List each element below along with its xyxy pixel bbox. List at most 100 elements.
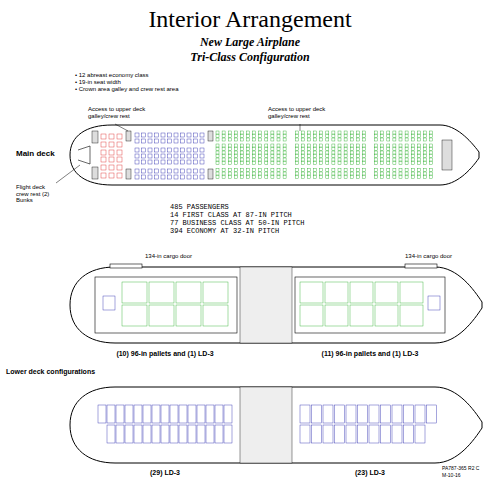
business-class-seat [161, 139, 165, 143]
business-class-seat [181, 154, 185, 158]
business-class-seat [181, 160, 185, 164]
economy-seat [399, 151, 402, 154]
economy-seat [399, 172, 402, 175]
ld3-container [215, 425, 223, 443]
economy-seat [222, 131, 225, 134]
economy-seat [326, 131, 329, 134]
first-class-seat [101, 142, 106, 147]
economy-seat [228, 169, 231, 172]
business-class-seat [174, 160, 178, 164]
first-class-seat [101, 134, 106, 139]
business-class-seat [187, 133, 191, 137]
economy-seat [430, 135, 433, 138]
economy-seat [228, 176, 231, 179]
economy-seat [295, 135, 298, 138]
economy-seat [314, 158, 317, 161]
economy-seat [381, 169, 384, 172]
economy-seat [344, 162, 347, 165]
business-class-seat [187, 154, 191, 158]
ld3-container [206, 405, 214, 423]
galley [208, 169, 213, 179]
economy-seat [253, 155, 256, 158]
economy-seat [295, 144, 298, 147]
drawing-number: PA787-365 R2 C [442, 466, 479, 472]
ld3-container [134, 405, 142, 423]
economy-seat [259, 151, 262, 154]
economy-seat [344, 151, 347, 154]
pallet [149, 305, 174, 326]
economy-seat [295, 169, 298, 172]
economy-seat [423, 169, 426, 172]
economy-seat [216, 158, 219, 161]
economy-seat [259, 162, 262, 165]
economy-seat [375, 138, 378, 141]
business-class-seat [187, 148, 191, 152]
first-class-seat [109, 142, 114, 147]
economy-seat [234, 138, 237, 141]
economy-seat [338, 135, 341, 138]
economy-seat [393, 135, 396, 138]
callout: Flight deck crew rest (2) Bunks [16, 184, 58, 204]
business-class-seat [174, 148, 178, 152]
forward-hold [95, 277, 237, 333]
economy-seat [356, 131, 359, 134]
business-class-seat [161, 148, 165, 152]
business-class-seat [135, 160, 139, 164]
economy-seat [222, 169, 225, 172]
economy-seat [247, 148, 250, 151]
economy-seat [265, 176, 268, 179]
economy-seat [375, 162, 378, 165]
economy-seat [234, 155, 237, 158]
pallet [176, 282, 201, 303]
passenger-count: 77 BUSINESS CLASS AT 50-IN PITCH [170, 220, 304, 228]
economy-seat [216, 144, 219, 147]
economy-seat [234, 162, 237, 165]
economy-seat [240, 176, 243, 179]
business-class-seat [174, 169, 178, 173]
economy-seat [326, 151, 329, 154]
business-class-seat [194, 139, 198, 143]
economy-seat [362, 135, 365, 138]
door-label: 134-in cargo door [145, 253, 192, 260]
economy-seat [417, 158, 420, 161]
business-class-seat [168, 139, 172, 143]
economy-seat [247, 155, 250, 158]
business-class-seat [135, 139, 139, 143]
economy-seat [375, 169, 378, 172]
business-class-seat [187, 169, 191, 173]
economy-seat [320, 176, 323, 179]
economy-seat [259, 172, 262, 175]
economy-seat [344, 172, 347, 175]
economy-seat [411, 148, 414, 151]
economy-seat [295, 151, 298, 154]
economy-seat [295, 158, 298, 161]
economy-seat [277, 172, 280, 175]
economy-seat [338, 148, 341, 151]
ld3-container [179, 405, 187, 423]
economy-seat [405, 158, 408, 161]
economy-seat [240, 155, 243, 158]
economy-seat [234, 151, 237, 154]
business-class-seat [155, 160, 159, 164]
economy-seat [228, 151, 231, 154]
business-class-seat [200, 154, 204, 158]
economy-seat [362, 138, 365, 141]
economy-seat [265, 158, 268, 161]
economy-seat [277, 169, 280, 172]
economy-seat [301, 148, 304, 151]
economy-seat [247, 169, 250, 172]
ld3-container [369, 405, 379, 423]
economy-seat [301, 144, 304, 147]
ld3-container [224, 405, 232, 423]
economy-seat [314, 148, 317, 151]
flight-deck [78, 146, 90, 164]
economy-seat [283, 135, 286, 138]
economy-seat [271, 162, 274, 165]
economy-seat [338, 155, 341, 158]
ld3-container [188, 425, 196, 443]
economy-seat [247, 131, 250, 134]
economy-seat [314, 144, 317, 147]
first-class-seat [101, 173, 106, 178]
configuration-label: (10) 96-in pallets and (1) LD-3 [116, 350, 213, 358]
